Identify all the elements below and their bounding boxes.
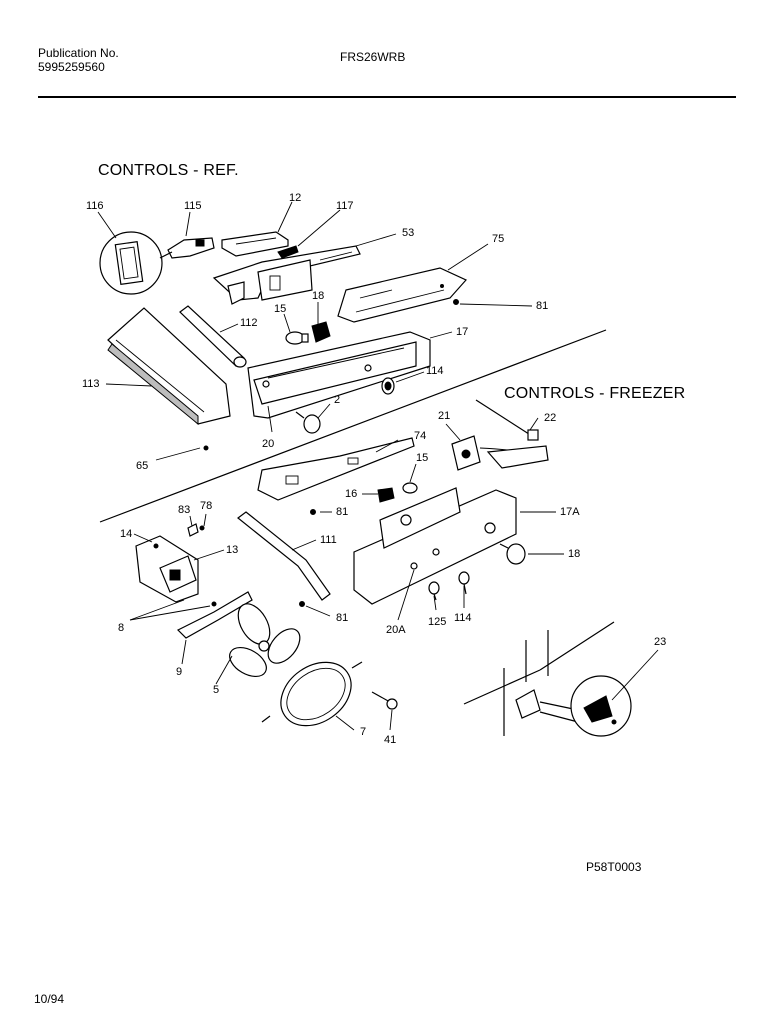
revision-date: 10/94 <box>34 992 65 1006</box>
callout-20: 20 <box>262 438 275 450</box>
callout-41: 41 <box>384 734 397 746</box>
part-114-knob-ref <box>381 377 395 395</box>
callout-16: 16 <box>345 488 358 500</box>
part-114-knob-freezer <box>458 571 470 595</box>
part-13-motor <box>159 555 197 593</box>
part-81-screw-upper <box>453 299 459 305</box>
part-81-screw-lower <box>299 601 305 607</box>
part-2-knob <box>295 411 321 434</box>
part-115-connector <box>159 237 215 259</box>
part-9-bracket <box>176 591 253 639</box>
callout-53: 53 <box>402 227 415 239</box>
part-17-panel <box>247 331 431 419</box>
part-83-clip <box>187 523 199 537</box>
callout-125: 125 <box>428 616 447 628</box>
callout-7: 7 <box>360 726 367 738</box>
callout-21: 21 <box>438 410 451 422</box>
callout-112: 112 <box>240 317 258 329</box>
part-41-screw <box>371 691 398 710</box>
callout-116: 116 <box>86 200 104 212</box>
callout-17: 17 <box>456 326 469 338</box>
divider-line <box>99 329 607 523</box>
callout-81-mid: 81 <box>336 506 349 518</box>
part-15-bulb-ref <box>285 331 309 345</box>
callout-18-ref: 18 <box>312 290 325 302</box>
callout-2: 2 <box>334 394 341 406</box>
model-number: FRS26WRB <box>340 50 406 64</box>
callout-18-freezer: 18 <box>568 548 581 560</box>
part-23-detail <box>463 621 632 737</box>
part-116-inset <box>99 231 163 295</box>
callout-117: 117 <box>336 200 354 212</box>
part-125-knob <box>428 581 440 601</box>
diagram-code: P58T0003 <box>586 860 642 874</box>
part-21-thermostat <box>451 435 549 471</box>
part-16-socket <box>377 487 395 503</box>
callout-13: 13 <box>226 544 239 556</box>
part-111-strap <box>237 511 331 601</box>
part-22-capillary <box>475 399 539 441</box>
callout-14: 14 <box>120 528 133 540</box>
callout-22: 22 <box>544 412 557 424</box>
section-title-ref: CONTROLS - REF. <box>98 162 239 179</box>
callout-111: 111 <box>320 534 337 546</box>
callout-20a: 20A <box>386 624 406 636</box>
leader-lines <box>97 201 659 731</box>
part-113-shelf <box>107 307 231 426</box>
part-12-bracket <box>221 231 289 257</box>
callout-78: 78 <box>200 500 213 512</box>
part-74-cover <box>257 437 415 501</box>
part-53-housing <box>212 245 361 305</box>
callout-65: 65 <box>136 460 149 472</box>
part-75-cover <box>337 267 467 323</box>
part-81-screw-mid <box>310 509 316 515</box>
callout-114-ref: 114 <box>426 365 444 377</box>
publication-number: 5995259560 <box>38 60 105 74</box>
header-rule <box>38 96 736 98</box>
callout-15-freezer: 15 <box>416 452 429 464</box>
callout-12: 12 <box>289 192 302 204</box>
part-17a-panel <box>353 487 517 605</box>
callout-83: 83 <box>178 504 191 516</box>
callout-23: 23 <box>654 636 667 648</box>
callout-113: 113 <box>82 378 100 390</box>
part-15-bulb-freezer <box>402 482 418 494</box>
publication-label: Publication No. <box>38 46 119 60</box>
callout-5: 5 <box>213 684 220 696</box>
part-117-clip <box>277 245 299 259</box>
part-78-screw <box>199 525 205 531</box>
callout-75: 75 <box>492 233 505 245</box>
part-112-rod <box>179 305 247 368</box>
part-5-fan-blade <box>229 603 301 678</box>
callout-9: 9 <box>176 666 183 678</box>
callout-8: 8 <box>118 622 125 634</box>
callout-114-freezer: 114 <box>454 612 472 624</box>
callout-74: 74 <box>414 430 427 442</box>
callout-17a: 17A <box>560 506 580 518</box>
callout-15-ref: 15 <box>274 303 287 315</box>
part-65-screw <box>203 445 209 451</box>
callout-81-lower: 81 <box>336 612 349 624</box>
part-7-shroud <box>261 661 363 727</box>
callout-81-upper: 81 <box>536 300 549 312</box>
part-18-socket-ref <box>311 321 331 343</box>
part-18-knob-freezer <box>499 543 526 565</box>
section-title-freezer: CONTROLS - FREEZER <box>504 385 686 402</box>
callout-115: 115 <box>184 200 202 212</box>
